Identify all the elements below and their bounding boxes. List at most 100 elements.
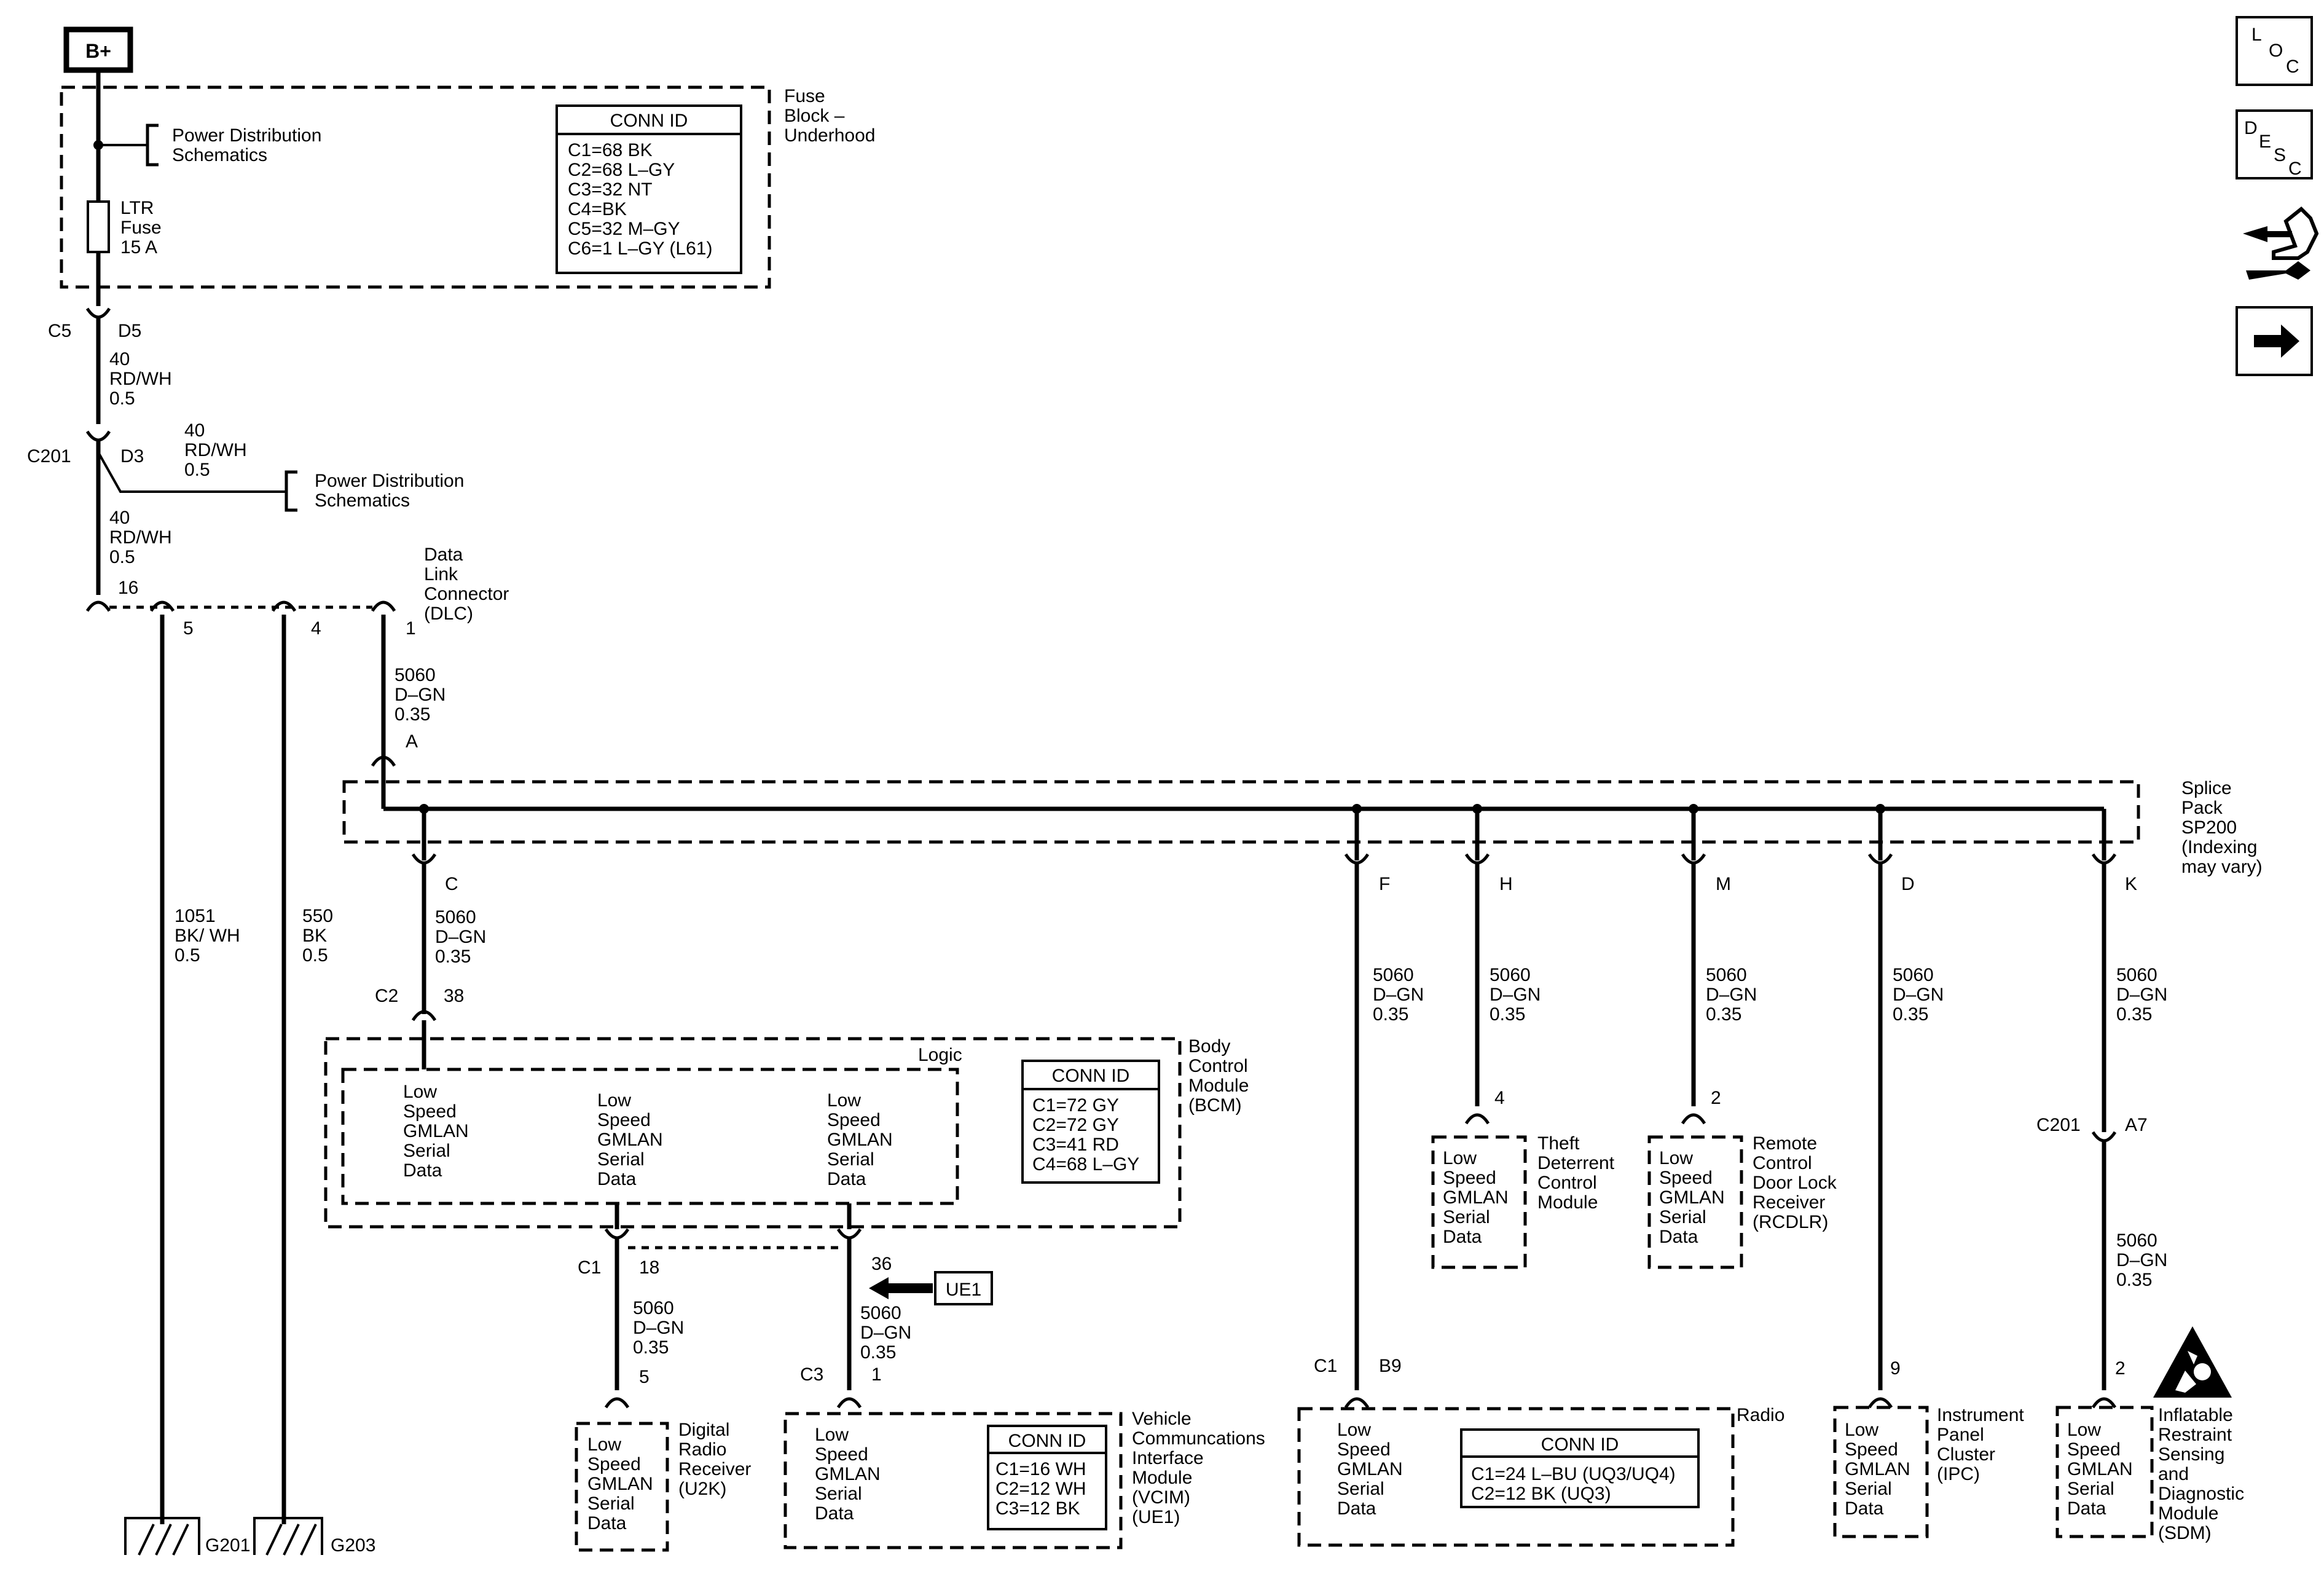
svg-text:Instrument: Instrument — [1937, 1405, 2024, 1425]
next-page-icon[interactable] — [2236, 306, 2313, 376]
svg-text:(IPC): (IPC) — [1937, 1464, 1980, 1484]
svg-text:Receiver: Receiver — [1753, 1192, 1825, 1213]
svg-text:Data: Data — [827, 1169, 866, 1189]
tdcm-wire-label: 5060 D–GN 0.35 — [1490, 965, 1541, 1025]
svg-text:C1=24 L–BU (UQ3/UQ4): C1=24 L–BU (UQ3/UQ4) — [1471, 1464, 1676, 1484]
svg-text:Serial: Serial — [403, 1141, 450, 1161]
svg-text:15 A: 15 A — [120, 237, 157, 258]
power-distribution-ref-1[interactable]: Power Distribution Schematics — [172, 125, 321, 165]
svg-text:0.5: 0.5 — [109, 388, 135, 409]
svg-text:C: C — [445, 874, 458, 894]
svg-text:5060: 5060 — [1706, 965, 1747, 985]
svg-text:Data: Data — [424, 545, 463, 565]
ipc-wire-label: 5060 D–GN 0.35 — [1893, 965, 1944, 1025]
svg-text:L: L — [2251, 25, 2262, 45]
vcim-title: Vehicle Communcations Interface Module (… — [1132, 1409, 1265, 1527]
svg-text:Speed: Speed — [587, 1454, 641, 1474]
svg-text:C1=68 BK: C1=68 BK — [568, 140, 653, 160]
svg-text:Speed: Speed — [827, 1110, 881, 1130]
svg-text:Radio: Radio — [1737, 1405, 1784, 1425]
svg-text:Low: Low — [597, 1090, 631, 1111]
svg-text:Data: Data — [403, 1160, 442, 1181]
svg-text:Control: Control — [1537, 1173, 1597, 1193]
svg-text:Door Lock: Door Lock — [1753, 1173, 1837, 1193]
svg-text:(UE1): (UE1) — [1132, 1507, 1180, 1527]
svg-text:D–GN: D–GN — [1893, 985, 1944, 1005]
svg-text:Remote: Remote — [1753, 1133, 1817, 1154]
svg-text:1: 1 — [406, 618, 416, 639]
svg-text:Data: Data — [1845, 1498, 1884, 1519]
svg-text:LTR: LTR — [120, 198, 154, 218]
svg-text:B+: B+ — [85, 40, 111, 62]
svg-text:Speed: Speed — [1443, 1168, 1496, 1188]
svg-text:0.35: 0.35 — [860, 1342, 896, 1363]
svg-text:Serial: Serial — [597, 1149, 645, 1170]
svg-text:Sensing: Sensing — [2158, 1444, 2224, 1465]
svg-text:Low: Low — [2067, 1420, 2101, 1440]
svg-text:Communcations: Communcations — [1132, 1428, 1265, 1449]
svg-text:0.5: 0.5 — [175, 945, 200, 966]
svg-text:0.5: 0.5 — [184, 460, 210, 480]
svg-text:C2=12 BK (UQ3): C2=12 BK (UQ3) — [1471, 1484, 1611, 1504]
radio-conn-id: CONN ID C1=24 L–BU (UQ3/UQ4) C2=12 BK (U… — [1460, 1428, 1700, 1508]
ipc-title: Instrument Panel Cluster (IPC) — [1937, 1405, 2024, 1484]
svg-text:Speed: Speed — [597, 1110, 651, 1130]
ltr-fuse — [87, 200, 110, 253]
svg-text:0.5: 0.5 — [109, 547, 135, 567]
svg-text:Diagnostic: Diagnostic — [2158, 1484, 2244, 1504]
svg-text:Low: Low — [1659, 1148, 1693, 1168]
svg-text:1051: 1051 — [175, 906, 216, 926]
svg-text:Schematics: Schematics — [172, 145, 267, 165]
svg-text:0.35: 0.35 — [395, 704, 430, 725]
vcim-wire-label: 5060 D–GN 0.35 — [860, 1303, 911, 1363]
svg-text:Serial: Serial — [1443, 1207, 1490, 1227]
svg-text:0.5: 0.5 — [302, 945, 328, 966]
svg-text:GMLAN: GMLAN — [403, 1121, 469, 1141]
svg-text:Inflatable: Inflatable — [2158, 1405, 2233, 1425]
svg-text:5060: 5060 — [1893, 965, 1934, 985]
tdcm-data: Low Speed GMLAN Serial Data — [1443, 1148, 1509, 1247]
svg-text:C2=12 WH: C2=12 WH — [995, 1479, 1086, 1499]
svg-text:Splice: Splice — [2181, 778, 2232, 798]
svg-text:G201: G201 — [205, 1535, 250, 1556]
location-icon[interactable]: L O C — [2236, 16, 2313, 86]
svg-text:RD/WH: RD/WH — [109, 369, 172, 389]
power-distribution-ref-2[interactable]: Power Distribution Schematics — [315, 471, 464, 511]
svg-text:Data: Data — [597, 1169, 637, 1189]
description-icon[interactable]: D E S C — [2236, 109, 2313, 179]
svg-text:BK: BK — [302, 926, 327, 946]
ipc-outline — [1833, 1406, 1929, 1538]
tools-icon[interactable] — [2243, 206, 2319, 280]
svg-text:5060: 5060 — [435, 907, 476, 927]
svg-text:GMLAN: GMLAN — [815, 1464, 881, 1484]
svg-text:0.35: 0.35 — [2116, 1004, 2152, 1025]
svg-text:C1=16 WH: C1=16 WH — [995, 1459, 1086, 1479]
svg-text:SP200: SP200 — [2181, 817, 2237, 838]
svg-text:0.35: 0.35 — [1893, 1004, 1928, 1025]
vcim-conn-id: CONN ID C1=16 WH C2=12 WH C3=12 BK — [987, 1425, 1107, 1530]
svg-text:Interface: Interface — [1132, 1448, 1204, 1468]
svg-text:D–GN: D–GN — [1706, 985, 1757, 1005]
svg-text:BK/ WH: BK/ WH — [175, 926, 240, 946]
ipc-data: Low Speed GMLAN Serial Data — [1845, 1420, 1910, 1519]
svg-text:GMLAN: GMLAN — [597, 1130, 663, 1150]
rcdlr-outline — [1647, 1135, 1743, 1269]
svg-text:Radio: Radio — [678, 1439, 726, 1460]
svg-text:Speed: Speed — [1337, 1439, 1391, 1460]
svg-text:D: D — [1901, 874, 1915, 894]
svg-text:Speed: Speed — [403, 1101, 457, 1122]
svg-text:Module: Module — [1188, 1076, 1249, 1096]
svg-text:C: C — [2286, 57, 2299, 77]
svg-text:CONN ID: CONN ID — [1052, 1066, 1130, 1086]
svg-text:D–GN: D–GN — [2116, 985, 2167, 1005]
svg-text:9: 9 — [1890, 1358, 1901, 1379]
splice-pin-c: C — [411, 804, 458, 894]
svg-text:Module: Module — [1132, 1468, 1192, 1488]
svg-text:1: 1 — [871, 1364, 882, 1385]
svg-text:A7: A7 — [2125, 1115, 2148, 1135]
fuse-block-title: Fuse Block – Underhood — [784, 86, 875, 146]
svg-text:G203: G203 — [331, 1535, 375, 1556]
svg-text:GMLAN: GMLAN — [1845, 1459, 1910, 1479]
svg-text:Speed: Speed — [815, 1444, 868, 1465]
ue1-reference[interactable]: UE1 — [869, 1271, 993, 1305]
